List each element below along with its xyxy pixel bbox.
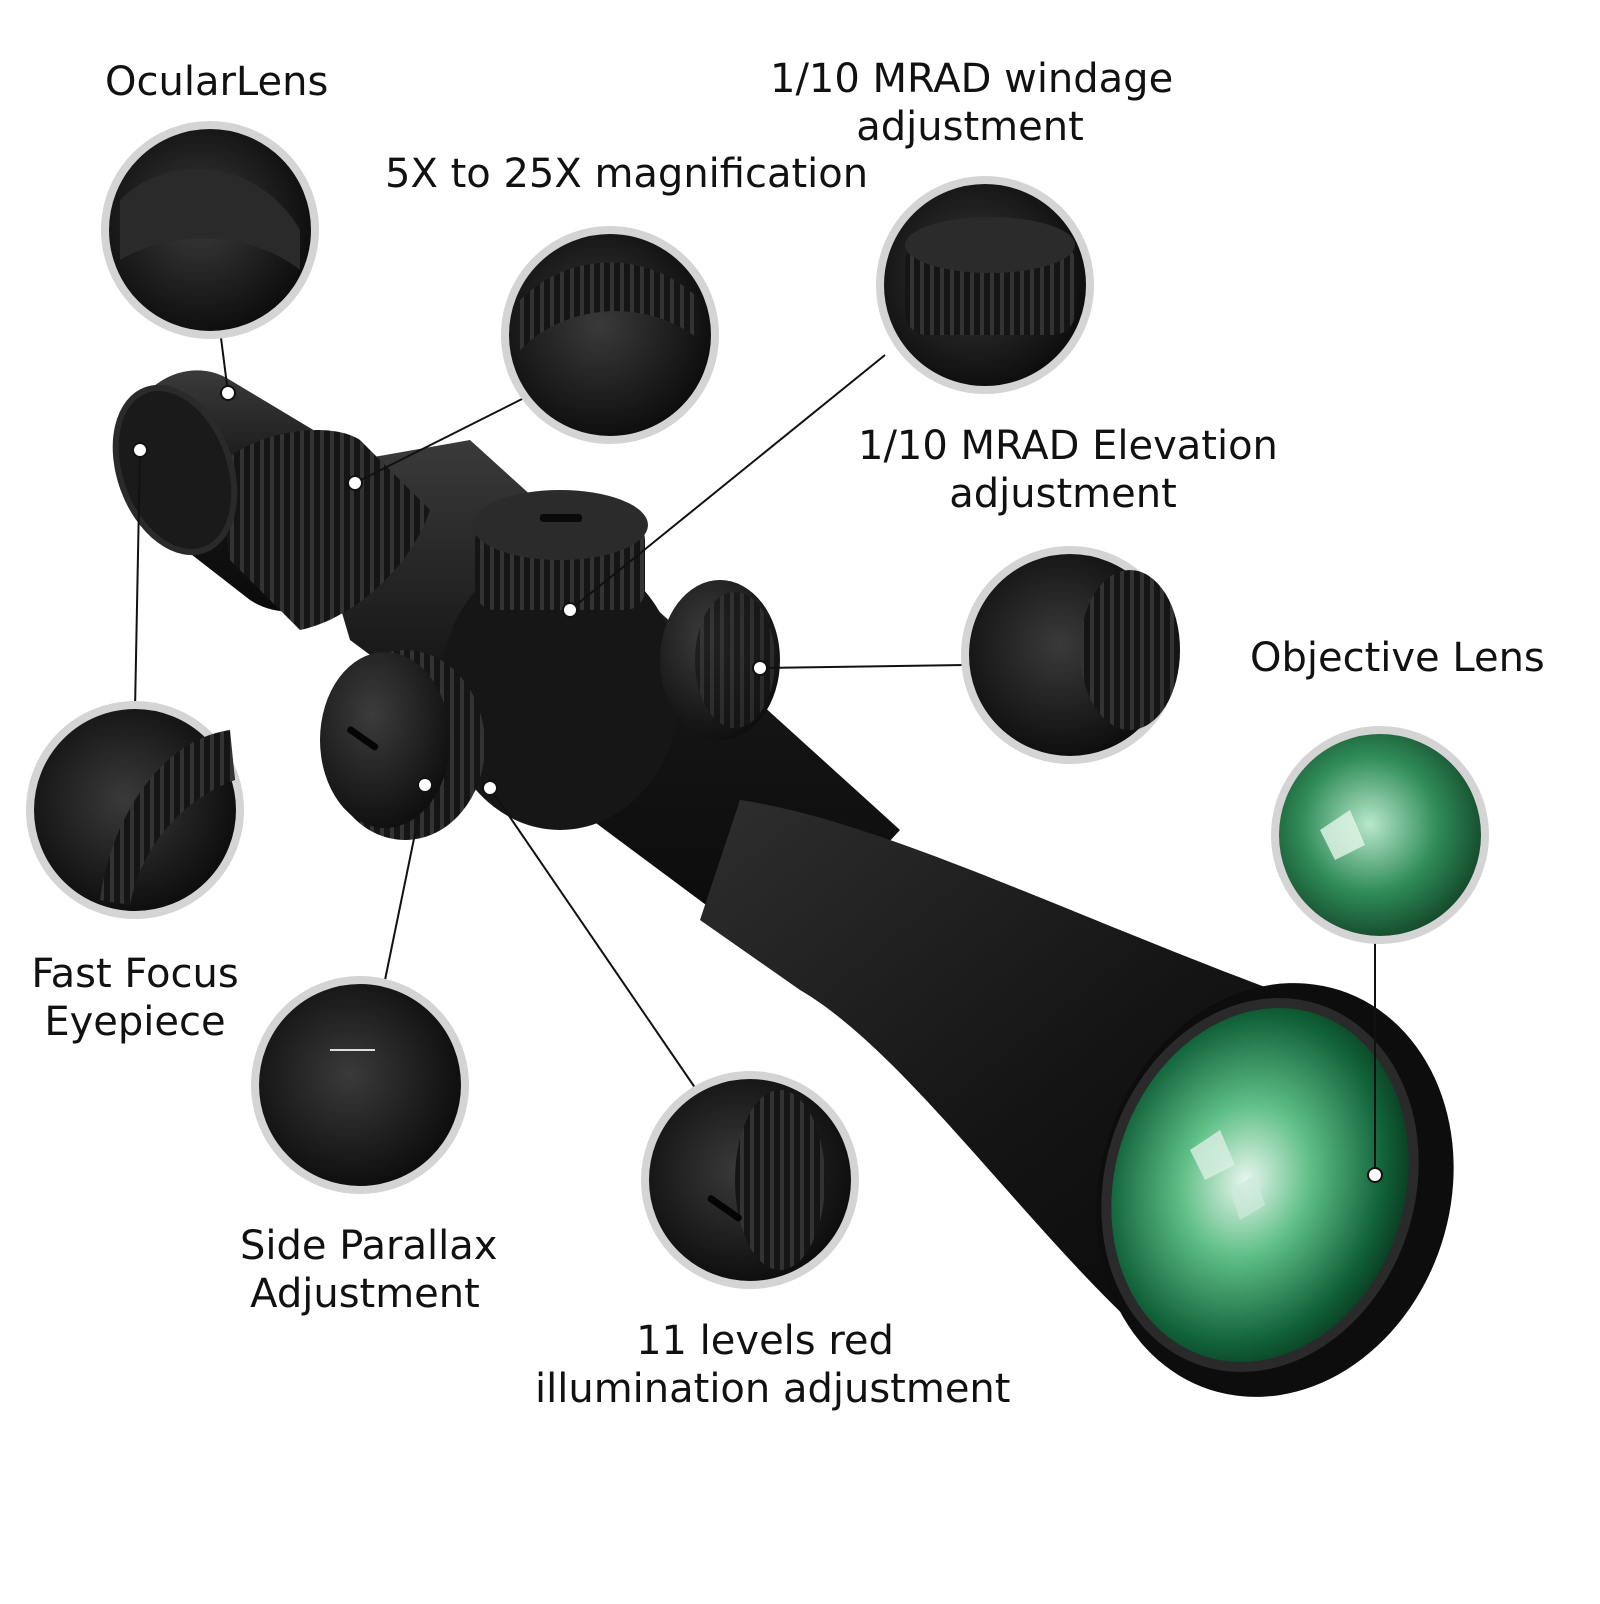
- eyepiece-marker-dot: [132, 442, 148, 458]
- elevation-text-line1: 1/10 MRAD Elevation: [858, 423, 1278, 469]
- objective-lens-label: Objective Lens: [1250, 634, 1545, 682]
- windage-text-line1: 1/10 MRAD windage: [770, 56, 1174, 102]
- ocular-lens-text: OcularLens: [105, 59, 329, 105]
- callout-elevation: [961, 546, 1180, 764]
- windage-label: 1/10 MRAD windage adjustment: [770, 55, 1174, 151]
- magnification-text: 5X to 25X magnification: [385, 151, 869, 197]
- objective-lens-face: [1096, 983, 1454, 1397]
- fast-focus-text-line1: Fast Focus: [31, 951, 239, 997]
- illumination-marker-dot: [482, 780, 498, 796]
- callout-illumination: [641, 1071, 859, 1289]
- ocular-marker-dot: [220, 385, 236, 401]
- fast-focus-label: Fast Focus Eyepiece: [30, 950, 240, 1046]
- top-turret: [472, 490, 648, 610]
- callout-objective: [1271, 726, 1489, 944]
- right-turret: [660, 580, 780, 740]
- objective-lens-text: Objective Lens: [1250, 635, 1545, 681]
- parallax-marker-dot: [417, 777, 433, 793]
- side-parallax-label: Side Parallax Adjustment: [240, 1222, 498, 1318]
- elevation-marker-dot: [752, 660, 768, 676]
- side-parallax-text-line2: Adjustment: [250, 1271, 480, 1317]
- fast-focus-text-line2: Eyepiece: [44, 999, 226, 1045]
- ocular-lens-label: OcularLens: [105, 58, 329, 106]
- elevation-text-line2: adjustment: [949, 471, 1177, 517]
- side-parallax-knob: [320, 650, 485, 840]
- illumination-label: 11 levels red illumination adjustment: [535, 1317, 1011, 1413]
- callout-ocular: [101, 121, 319, 339]
- windage-text-line2: adjustment: [856, 104, 1084, 150]
- callout-eyepiece: [26, 701, 244, 919]
- windage-marker-dot: [562, 602, 578, 618]
- callout-lines: [134, 329, 1376, 1175]
- elevation-label: 1/10 MRAD Elevation adjustment: [858, 422, 1278, 518]
- illumination-text-line2: illumination adjustment: [535, 1366, 1011, 1412]
- magnification-marker-dot: [347, 475, 363, 491]
- callout-magnification: [501, 226, 719, 444]
- illumination-text-line1: 11 levels red: [636, 1318, 894, 1364]
- magnification-label: 5X to 25X magnification: [385, 150, 869, 198]
- callout-windage: [876, 176, 1094, 394]
- callout-parallax: [251, 976, 469, 1194]
- objective-marker-dot: [1367, 1167, 1383, 1183]
- callout-markers: [132, 385, 1383, 1183]
- side-parallax-text-line1: Side Parallax: [240, 1223, 498, 1269]
